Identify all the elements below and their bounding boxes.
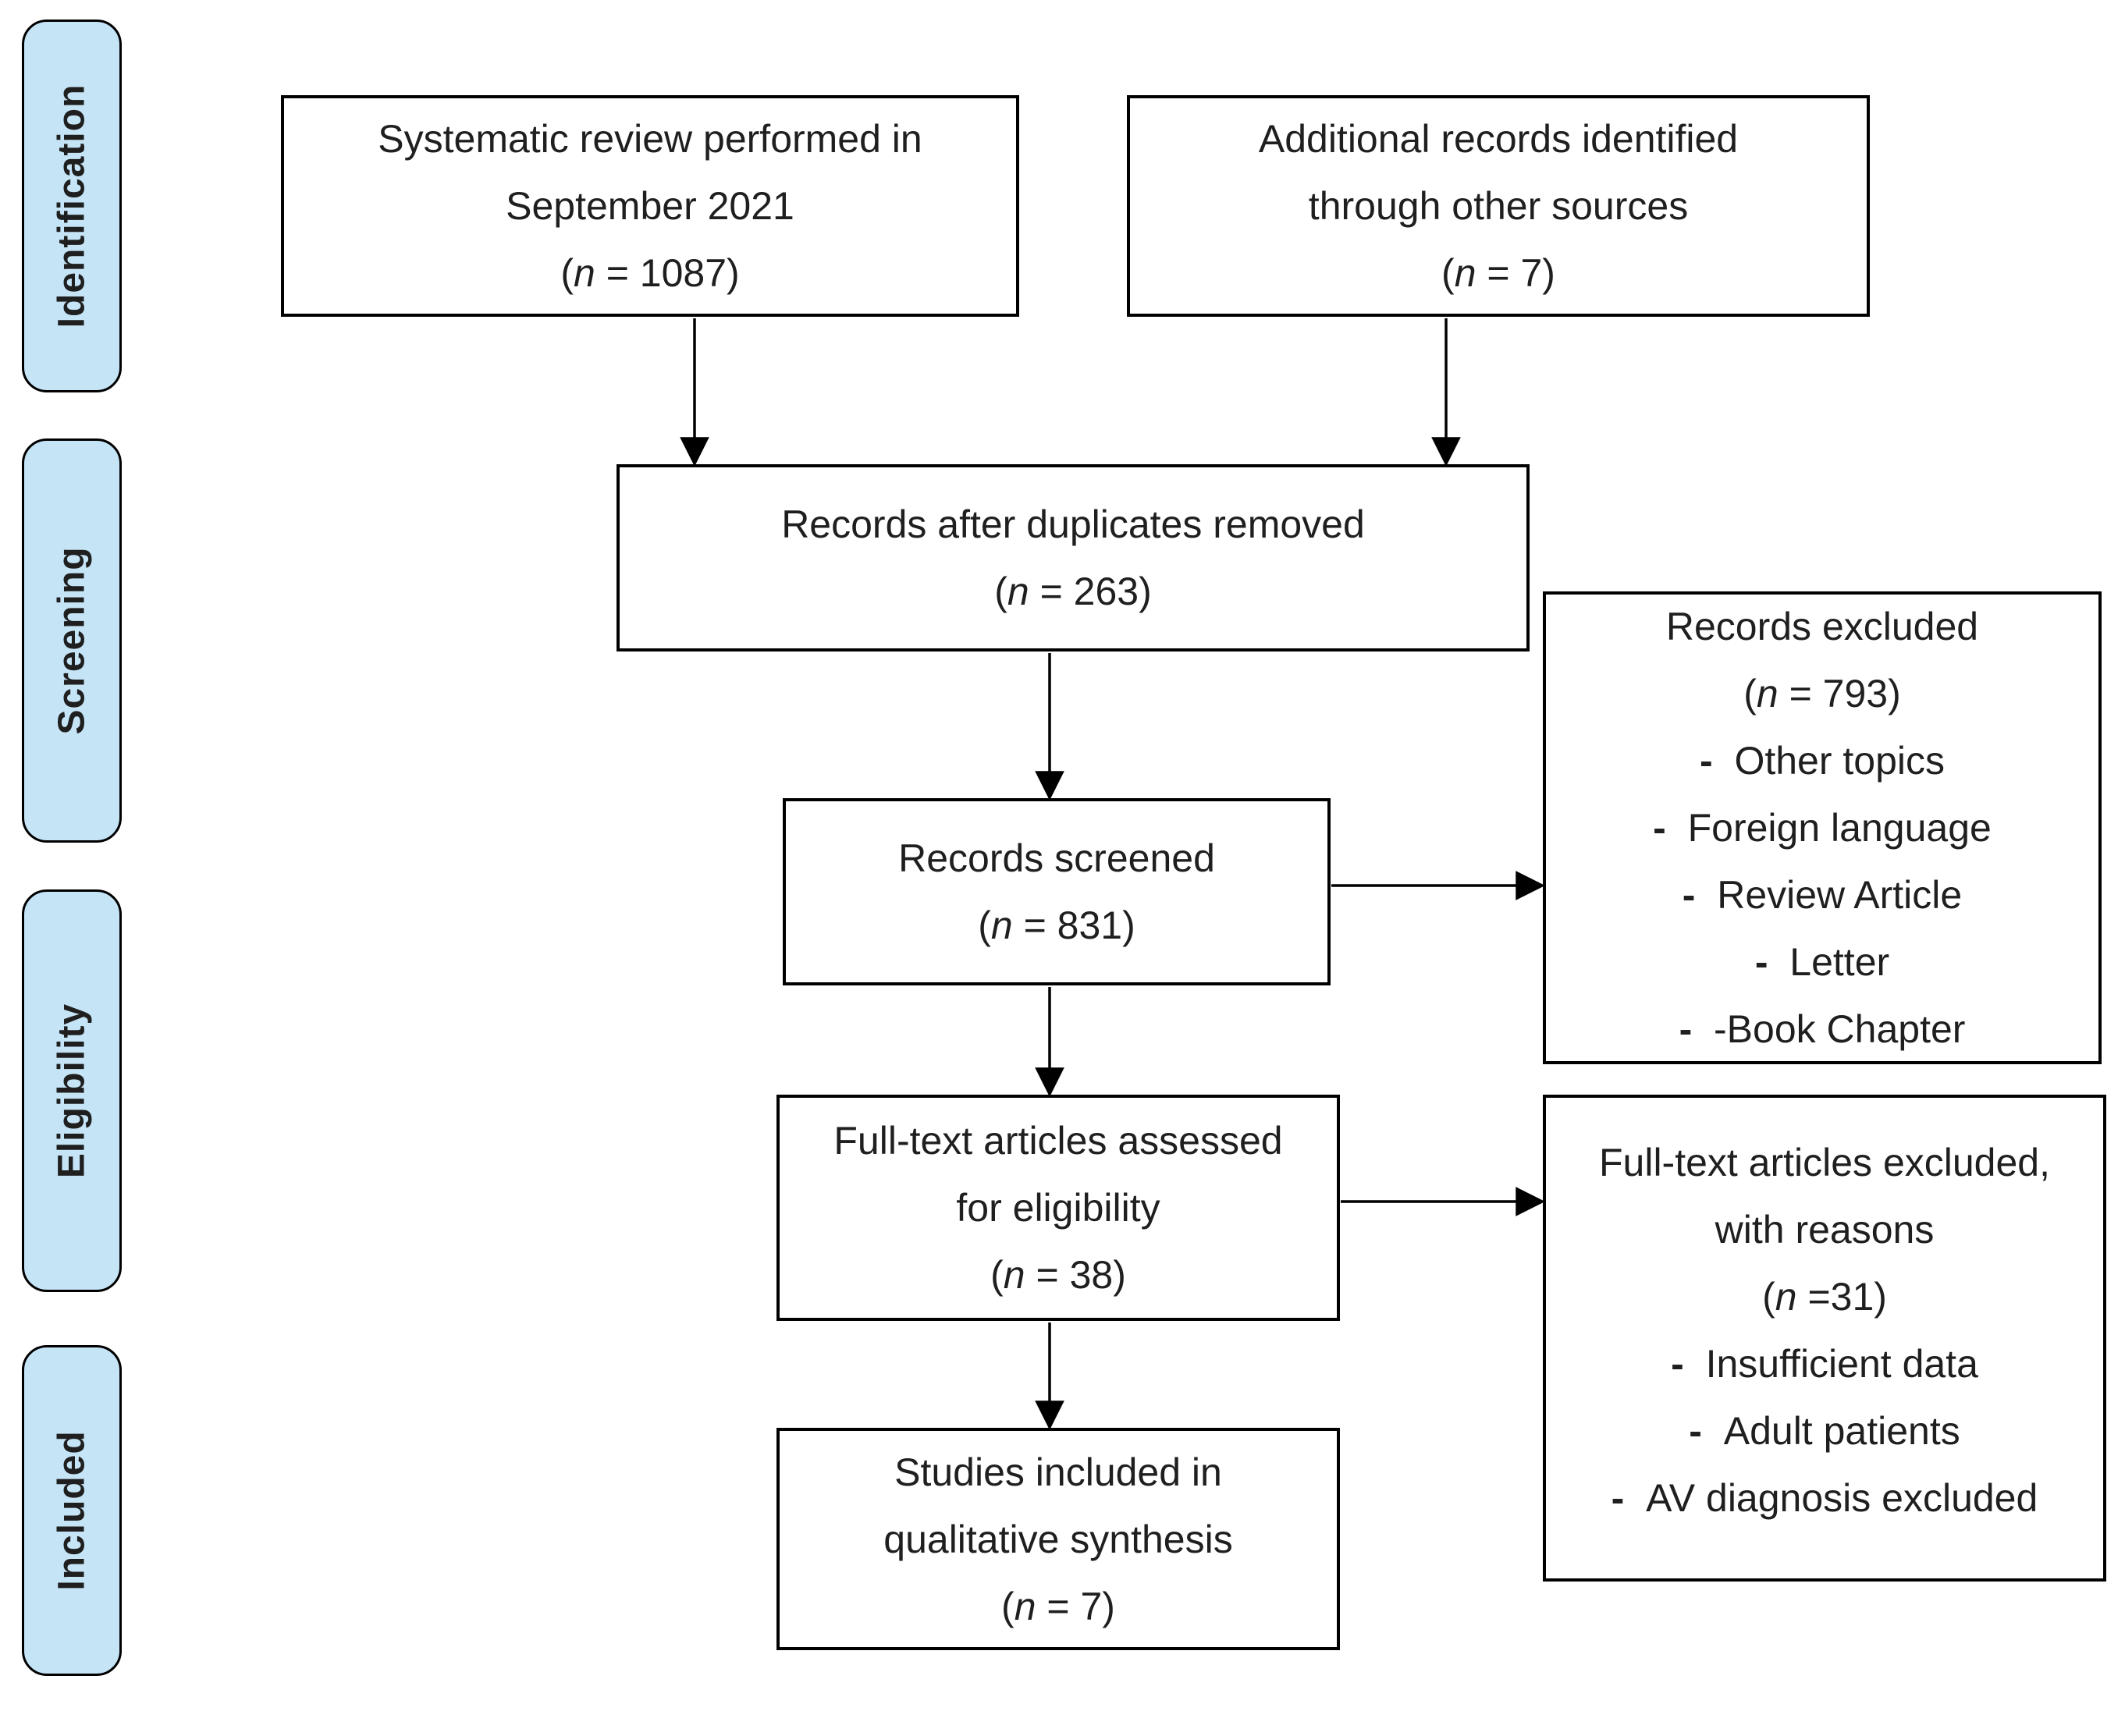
stage-screening-label: Screening bbox=[51, 546, 93, 735]
stage-included: Included bbox=[22, 1345, 122, 1676]
arrowhead-screened-to-excluded bbox=[1516, 871, 1545, 900]
stage-identification-label: Identification bbox=[51, 83, 93, 328]
box-fulltext-articles-excluded: Full-text articles excluded,with reasons… bbox=[1543, 1095, 2106, 1582]
stage-identification: Identification bbox=[22, 20, 122, 392]
stage-screening: Screening bbox=[22, 438, 122, 843]
arrowhead-additional-to-duplicates bbox=[1431, 437, 1461, 467]
stage-eligibility-label: Eligibility bbox=[51, 1003, 93, 1179]
stage-eligibility: Eligibility bbox=[22, 889, 122, 1292]
box-records-excluded: Records excluded(n = 793)- Other topics-… bbox=[1543, 591, 2102, 1064]
arrowhead-fulltext-to-excluded bbox=[1516, 1187, 1545, 1216]
arrowhead-systematic-to-duplicates bbox=[680, 437, 709, 467]
box-records-after-duplicates-removed: Records after duplicates removed(n = 263… bbox=[617, 464, 1530, 651]
arrowhead-screened-to-fulltext bbox=[1035, 1067, 1064, 1097]
stage-included-label: Included bbox=[51, 1430, 93, 1591]
box-records-screened: Records screened(n = 831) bbox=[783, 798, 1331, 985]
arrowhead-duplicates-to-screened bbox=[1035, 771, 1064, 801]
arrowhead-fulltext-to-included bbox=[1035, 1401, 1064, 1430]
